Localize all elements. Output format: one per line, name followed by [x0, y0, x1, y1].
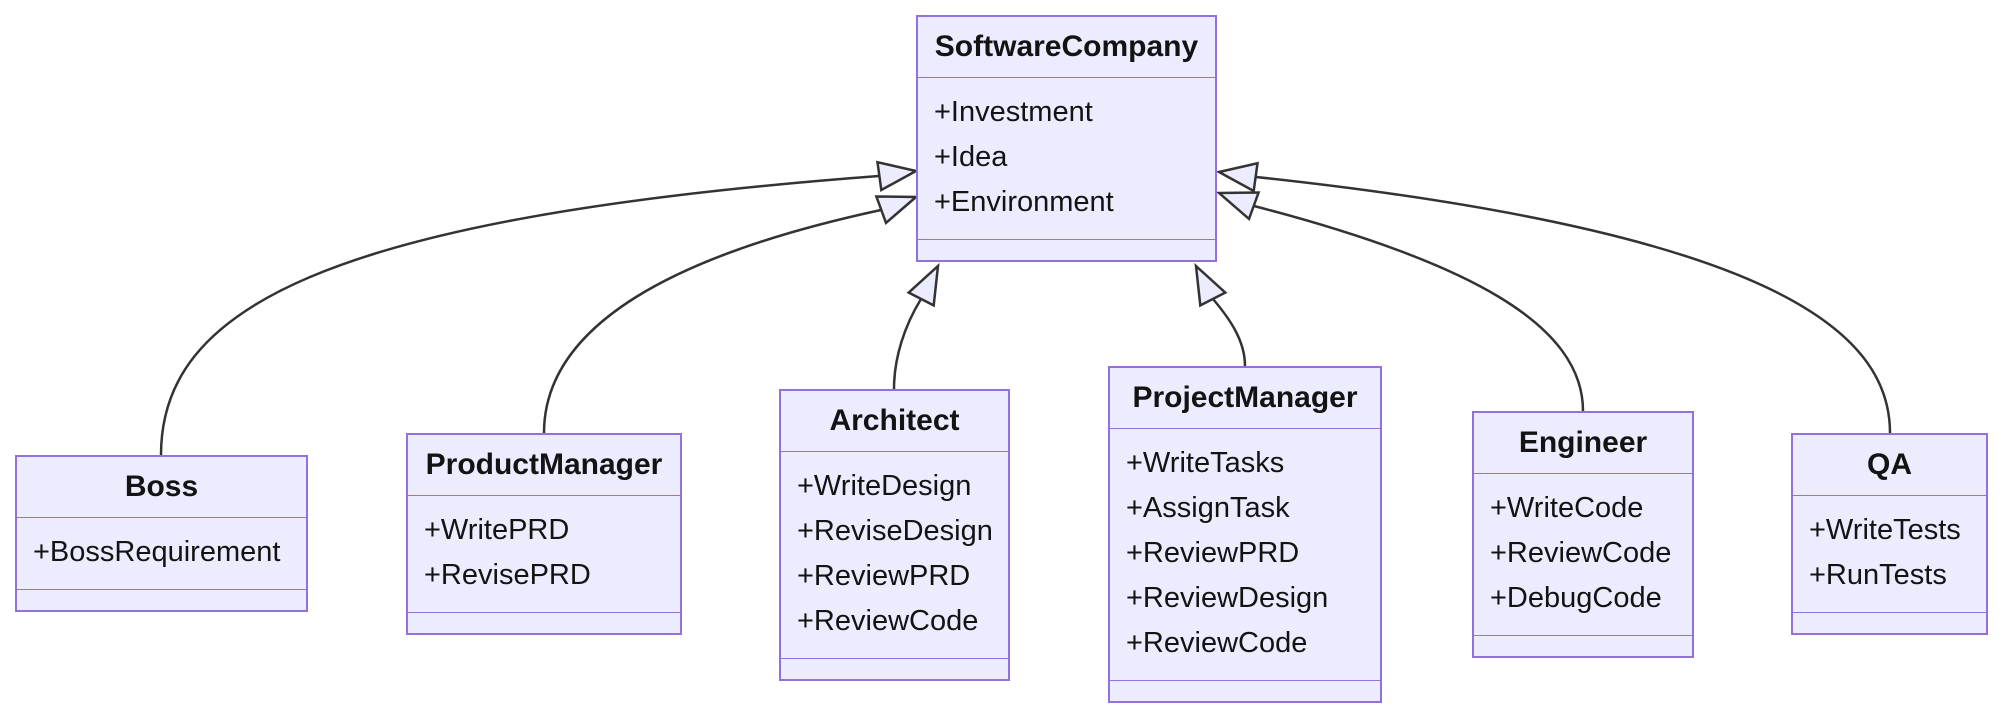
edge-productmanager-to-softwarecompany: [542, 195, 920, 434]
class-title: ProjectManager: [1110, 368, 1380, 429]
edge-architect-to-softwarecompany: [892, 262, 940, 390]
class-boss: Boss +BossRequirement: [15, 455, 308, 612]
inheritance-arrowhead: [1215, 191, 1261, 222]
class-methods-empty: [1110, 681, 1380, 701]
class-engineer: Engineer +WriteCode +ReviewCode +DebugCode: [1472, 411, 1694, 658]
inheritance-arrowhead: [1215, 161, 1259, 193]
edge-qa-to-softwarecompany: [1215, 161, 1892, 434]
class-title: QA: [1793, 435, 1986, 496]
class-attributes: +WriteTasks +AssignTask +ReviewPRD +ReviewD…: [1110, 429, 1380, 681]
attribute-label: +RunTests: [1809, 559, 1947, 591]
class-methods-empty: [918, 240, 1215, 260]
edge-line: [892, 298, 923, 390]
class-projectmanager: ProjectManager +WriteTasks +AssignTask +Re…: [1108, 366, 1382, 703]
edge-projectmanager-to-softwarecompany: [1194, 262, 1247, 367]
class-attributes: +WriteTests +RunTests: [1793, 496, 1986, 613]
class-softwarecompany: SoftwareCompany +Investment +Idea +Environ…: [916, 15, 1217, 262]
attribute-label: +AssignTask: [1126, 492, 1290, 524]
class-qa: QA +WriteTests +RunTests: [1791, 433, 1988, 635]
class-methods-empty: [17, 590, 306, 610]
class-attributes: +WriteCode +ReviewCode +DebugCode: [1474, 474, 1692, 636]
attribute-label: +WritePRD: [424, 514, 570, 546]
class-methods-empty: [781, 659, 1008, 679]
attribute-label: +RevisePRD: [424, 559, 591, 591]
class-methods-empty: [408, 613, 680, 633]
edge-engineer-to-softwarecompany: [1215, 191, 1585, 412]
class-methods-empty: [1474, 636, 1692, 656]
class-architect: Architect +WriteDesign +ReviseDesign +Revi…: [779, 389, 1010, 681]
attribute-label: +ReviewDesign: [1126, 582, 1329, 614]
inheritance-arrowhead: [876, 160, 920, 192]
class-attributes: +WriteDesign +ReviseDesign +ReviewPRD +Revi…: [781, 452, 1008, 659]
inheritance-arrowhead: [1194, 262, 1228, 308]
edge-line: [1253, 204, 1585, 412]
attribute-label: +ReviewPRD: [797, 560, 971, 592]
attribute-label: +Idea: [934, 141, 1008, 173]
attribute-label: +Environment: [934, 186, 1114, 218]
class-attributes: +Investment +Idea +Environment: [918, 78, 1215, 240]
class-productmanager: ProductManager +WritePRD +RevisePRD: [406, 433, 682, 635]
attribute-label: +BossRequirement: [33, 536, 281, 568]
attribute-label: +ReviewPRD: [1126, 537, 1300, 569]
class-title: SoftwareCompany: [918, 17, 1215, 78]
attribute-label: +ReviseDesign: [797, 515, 993, 547]
class-attributes: +BossRequirement: [17, 518, 306, 590]
attribute-label: +WriteTests: [1809, 514, 1961, 546]
attribute-label: +WriteDesign: [797, 470, 972, 502]
attribute-label: +ReviewCode: [1490, 537, 1672, 569]
edge-boss-to-softwarecompany: [159, 160, 920, 456]
attribute-label: +Investment: [934, 96, 1093, 128]
class-methods-empty: [1793, 613, 1986, 633]
inheritance-arrowhead: [906, 262, 940, 308]
attribute-label: +WriteCode: [1490, 492, 1644, 524]
attribute-label: +ReviewCode: [797, 605, 979, 637]
attribute-label: +ReviewCode: [1126, 627, 1308, 659]
class-title: Engineer: [1474, 413, 1692, 474]
class-title: Boss: [17, 457, 306, 518]
edge-line: [1255, 175, 1892, 434]
class-title: Architect: [781, 391, 1008, 452]
attribute-label: +WriteTasks: [1126, 447, 1285, 479]
class-attributes: +WritePRD +RevisePRD: [408, 496, 680, 613]
attribute-label: +DebugCode: [1490, 582, 1662, 614]
class-title: ProductManager: [408, 435, 680, 496]
edge-line: [1212, 298, 1247, 367]
edge-line: [159, 174, 880, 456]
edge-line: [542, 208, 882, 434]
inheritance-arrowhead: [874, 195, 920, 226]
